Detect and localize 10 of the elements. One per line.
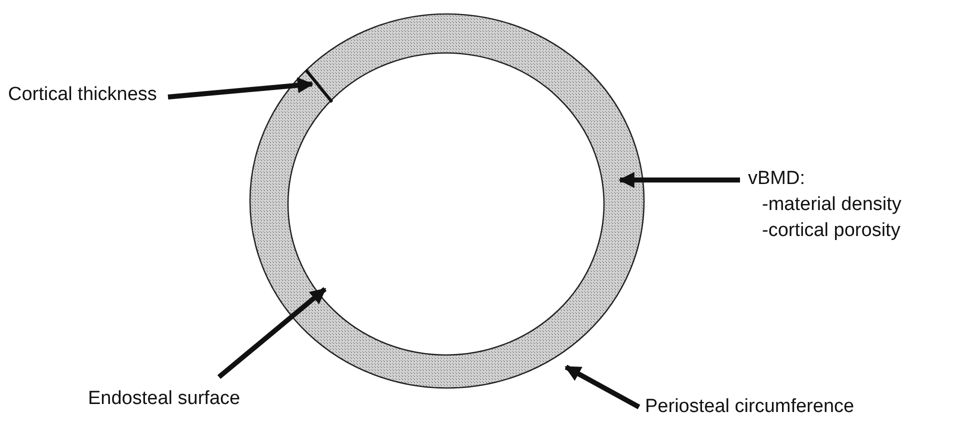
callout-detail: -material density <box>761 193 902 217</box>
callout-detail: -cortical porosity <box>761 219 902 243</box>
callout-label: Cortical thickness <box>8 83 157 107</box>
leader-arrow <box>168 77 314 100</box>
callout-label: vBMD: <box>748 167 806 191</box>
callout-label: Endosteal surface <box>88 387 240 411</box>
leader-arrow <box>564 364 640 410</box>
leader-arrow <box>217 287 327 379</box>
callout-label: Periosteal circumference <box>645 395 854 419</box>
leader-arrow <box>618 172 740 188</box>
